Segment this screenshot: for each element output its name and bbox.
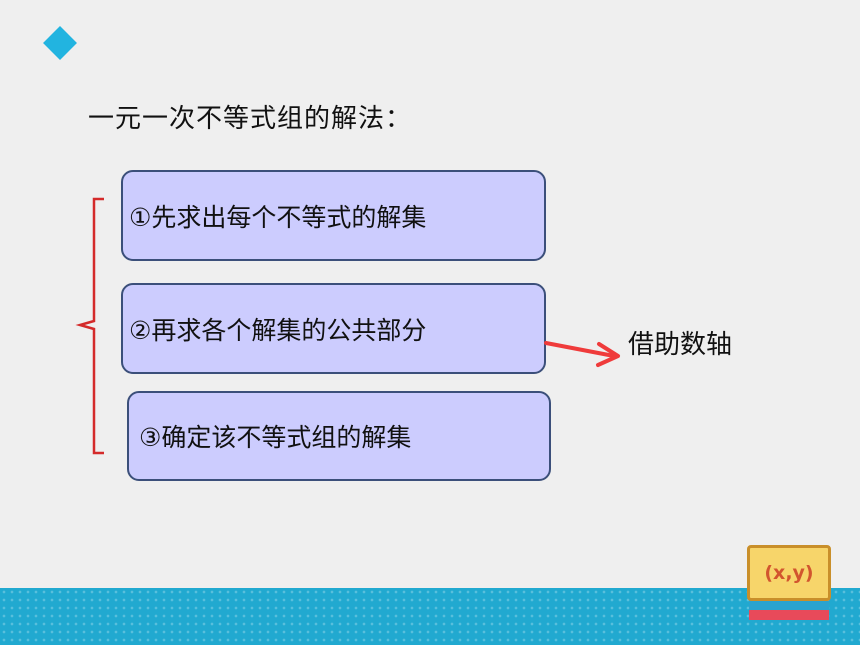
right-arrow-icon <box>544 341 620 367</box>
heading: 一元一次不等式组的解法： <box>88 104 413 134</box>
coordinate-badge-label: (x,y) <box>747 545 831 601</box>
bottom-decorative-band <box>0 588 860 645</box>
left-brace-icon <box>75 197 104 455</box>
step-2-text: ②再求各个解集的公共部分 <box>129 315 427 345</box>
side-note: 借助数轴 <box>628 330 733 360</box>
badge-stripe-red <box>749 610 829 620</box>
badge-stripe-blue <box>749 601 829 610</box>
step-3-text: ③确定该不等式组的解集 <box>139 423 412 452</box>
step-box-2: ②再求各个解集的公共部分 <box>121 283 546 374</box>
coordinate-badge-icon: (x,y) <box>747 545 831 627</box>
step-1-text: ①先求出每个不等式的解集 <box>129 202 427 232</box>
diamond-bullet-icon <box>43 26 77 60</box>
step-box-3: ③确定该不等式组的解集 <box>127 391 551 481</box>
step-box-1: ①先求出每个不等式的解集 <box>121 170 546 261</box>
